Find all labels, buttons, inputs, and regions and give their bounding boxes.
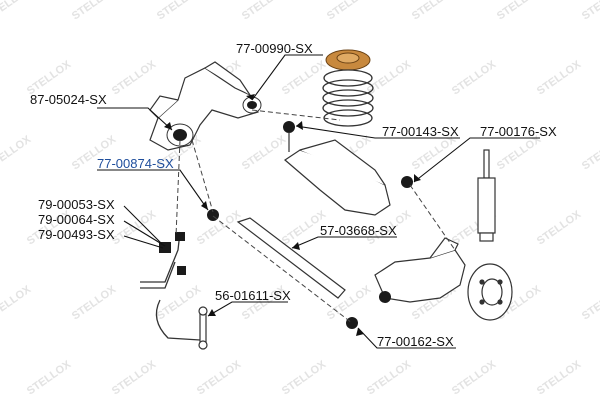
reference-lines: [175, 109, 456, 324]
watermark-text: STELLOX: [240, 133, 289, 172]
leader-highlight: [97, 169, 209, 211]
watermark-text: STELLOX: [535, 58, 584, 97]
leader-shock-bushing: [413, 137, 540, 183]
watermark-text: STELLOX: [450, 358, 499, 397]
watermark-text: STELLOX: [0, 133, 34, 172]
stabilizer-bushings: [159, 232, 186, 275]
watermark-text: STELLOX: [410, 0, 459, 22]
wheel-hub: [467, 263, 513, 321]
label-lower-arm-bushing: 77-00143-SX: [382, 124, 459, 139]
trailing-link: [236, 217, 346, 299]
watermark-text: STELLOX: [325, 0, 374, 22]
leader-stabilizer-link: [207, 301, 288, 317]
leader-knuckle-bushing: [357, 327, 456, 349]
watermark-text: STELLOX: [0, 283, 34, 322]
label-trailing-link: 57-03668-SX: [320, 223, 397, 238]
watermark-text: STELLOX: [0, 0, 34, 22]
spring-pad: [325, 49, 371, 71]
label-spring-pad: 77-00990-SX: [236, 41, 313, 56]
lower-arm-bushing: [283, 121, 295, 133]
watermark-text: STELLOX: [280, 58, 329, 97]
watermark-text: STELLOX: [280, 358, 329, 397]
upper-mount-bushing: [242, 96, 262, 114]
watermark-text: STELLOX: [580, 133, 600, 172]
label-shock-bushing: 77-00176-SX: [480, 124, 557, 139]
leader-stab-3: [123, 235, 164, 249]
leader-subframe: [97, 107, 173, 131]
label-stabilizer-bush-3: 79-00493-SX: [38, 227, 115, 242]
watermark-text: STELLOX: [195, 208, 244, 247]
watermark-text: STELLOX: [495, 133, 544, 172]
shock-absorber: [477, 149, 496, 242]
watermark-text: STELLOX: [110, 358, 159, 397]
label-knuckle-bushing: 77-00162-SX: [377, 334, 454, 349]
leader-spring-pad: [251, 54, 323, 101]
watermark-text: STELLOX: [580, 283, 600, 322]
watermark-text: STELLOX: [580, 0, 600, 22]
subframe-mount: [149, 61, 259, 151]
watermark-text: STELLOX: [240, 0, 289, 22]
watermark-text: STELLOX: [155, 283, 204, 322]
watermark-text: STELLOX: [535, 358, 584, 397]
knuckle-bushing: [379, 291, 391, 303]
watermark-text: STELLOX: [535, 208, 584, 247]
coil-spring: [322, 69, 374, 127]
label-subframe-mount: 87-05024-SX: [30, 92, 107, 107]
subframe-bushing: [166, 123, 194, 147]
watermark-text: STELLOX: [195, 358, 244, 397]
leader-stab-2: [123, 220, 166, 247]
label-stabilizer-bush-1: 79-00053-SX: [38, 197, 115, 212]
watermark-text: STELLOX: [110, 58, 159, 97]
label-stabilizer-bush-2: 79-00064-SX: [38, 212, 115, 227]
label-stabilizer-link: 56-01611-SX: [215, 288, 291, 303]
leader-lower-arm-bushing: [295, 125, 460, 139]
leader-trailing-link: [291, 236, 397, 249]
trailing-link-end-bushing: [346, 317, 358, 329]
label-arm-bushing-highlight: 77-00874-SX: [97, 156, 174, 171]
arrowheads: [164, 94, 421, 336]
stabilizer-link: [198, 306, 208, 350]
leader-lines: [97, 54, 540, 349]
watermark-text: STELLOX: [450, 58, 499, 97]
watermark-text: STELLOX: [70, 283, 119, 322]
watermark-text: STELLOX: [70, 0, 119, 22]
watermark-text: STELLOX: [495, 0, 544, 22]
wheel-knuckle: [374, 237, 466, 303]
watermark-text: STELLOX: [155, 0, 204, 22]
watermark-text: STELLOX: [25, 358, 74, 397]
lower-control-arm: [284, 139, 391, 216]
leader-stab-1: [123, 205, 163, 245]
watermark-text: STELLOX: [365, 358, 414, 397]
